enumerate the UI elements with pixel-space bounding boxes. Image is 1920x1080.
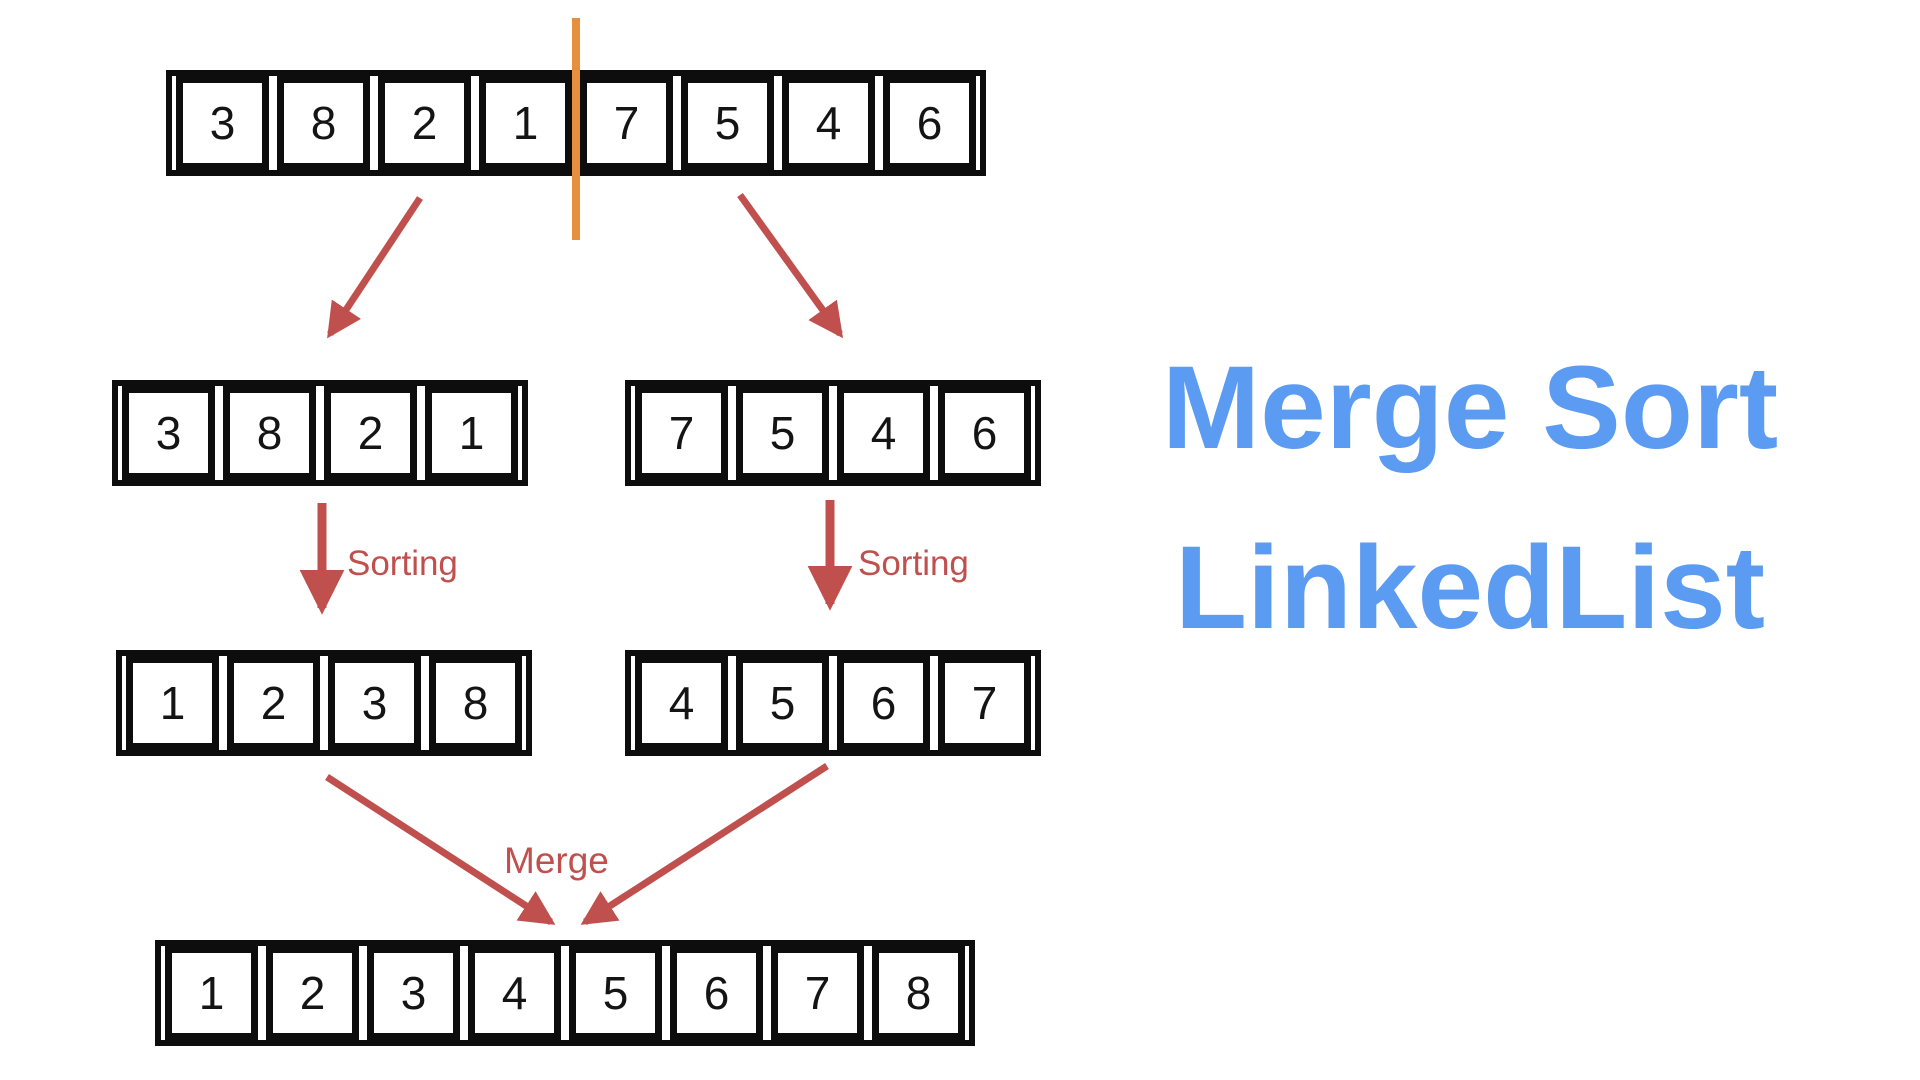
array-cell: 7 <box>771 946 864 1040</box>
array-cell: 8 <box>429 656 522 750</box>
sorting-label-right: Sorting <box>858 544 969 583</box>
split-divider-line <box>572 18 580 240</box>
split-arrow-right-icon <box>737 192 844 339</box>
array-cell: 2 <box>266 946 359 1040</box>
array-cell: 3 <box>328 656 421 750</box>
array-cell: 8 <box>872 946 965 1040</box>
array-cell: 3 <box>367 946 460 1040</box>
array-cell: 7 <box>635 386 728 480</box>
array-cell: 3 <box>122 386 215 480</box>
array-cell: 6 <box>670 946 763 1040</box>
merge-arrow-right-icon <box>580 763 829 925</box>
array-cell: 1 <box>126 656 219 750</box>
array-cell: 6 <box>938 386 1031 480</box>
split-arrow-left-icon <box>327 196 423 339</box>
array-cell: 5 <box>681 76 774 170</box>
array-cell: 6 <box>837 656 930 750</box>
title-line-2: LinkedList <box>1174 522 1766 654</box>
array-cell: 5 <box>736 386 829 480</box>
array-cell: 2 <box>324 386 417 480</box>
array-cell: 7 <box>580 76 673 170</box>
array-cell: 1 <box>165 946 258 1040</box>
array-cell: 7 <box>938 656 1031 750</box>
array-cell: 5 <box>569 946 662 1040</box>
array-cell: 5 <box>736 656 829 750</box>
array-cell: 2 <box>378 76 471 170</box>
page-title: Merge Sort LinkedList <box>1080 318 1860 678</box>
array-cell: 1 <box>425 386 518 480</box>
array-cell: 4 <box>468 946 561 1040</box>
array-cell: 3 <box>176 76 269 170</box>
array-cell: 4 <box>635 656 728 750</box>
sorting-label-left: Sorting <box>347 544 458 583</box>
array-cell: 1 <box>479 76 572 170</box>
array-cell: 4 <box>782 76 875 170</box>
array-cell: 6 <box>883 76 976 170</box>
title-line-1: Merge Sort <box>1161 342 1779 474</box>
merge-label: Merge <box>504 840 609 881</box>
array-cell: 8 <box>223 386 316 480</box>
array-cell: 8 <box>277 76 370 170</box>
array-cell: 2 <box>227 656 320 750</box>
array-cell: 4 <box>837 386 930 480</box>
